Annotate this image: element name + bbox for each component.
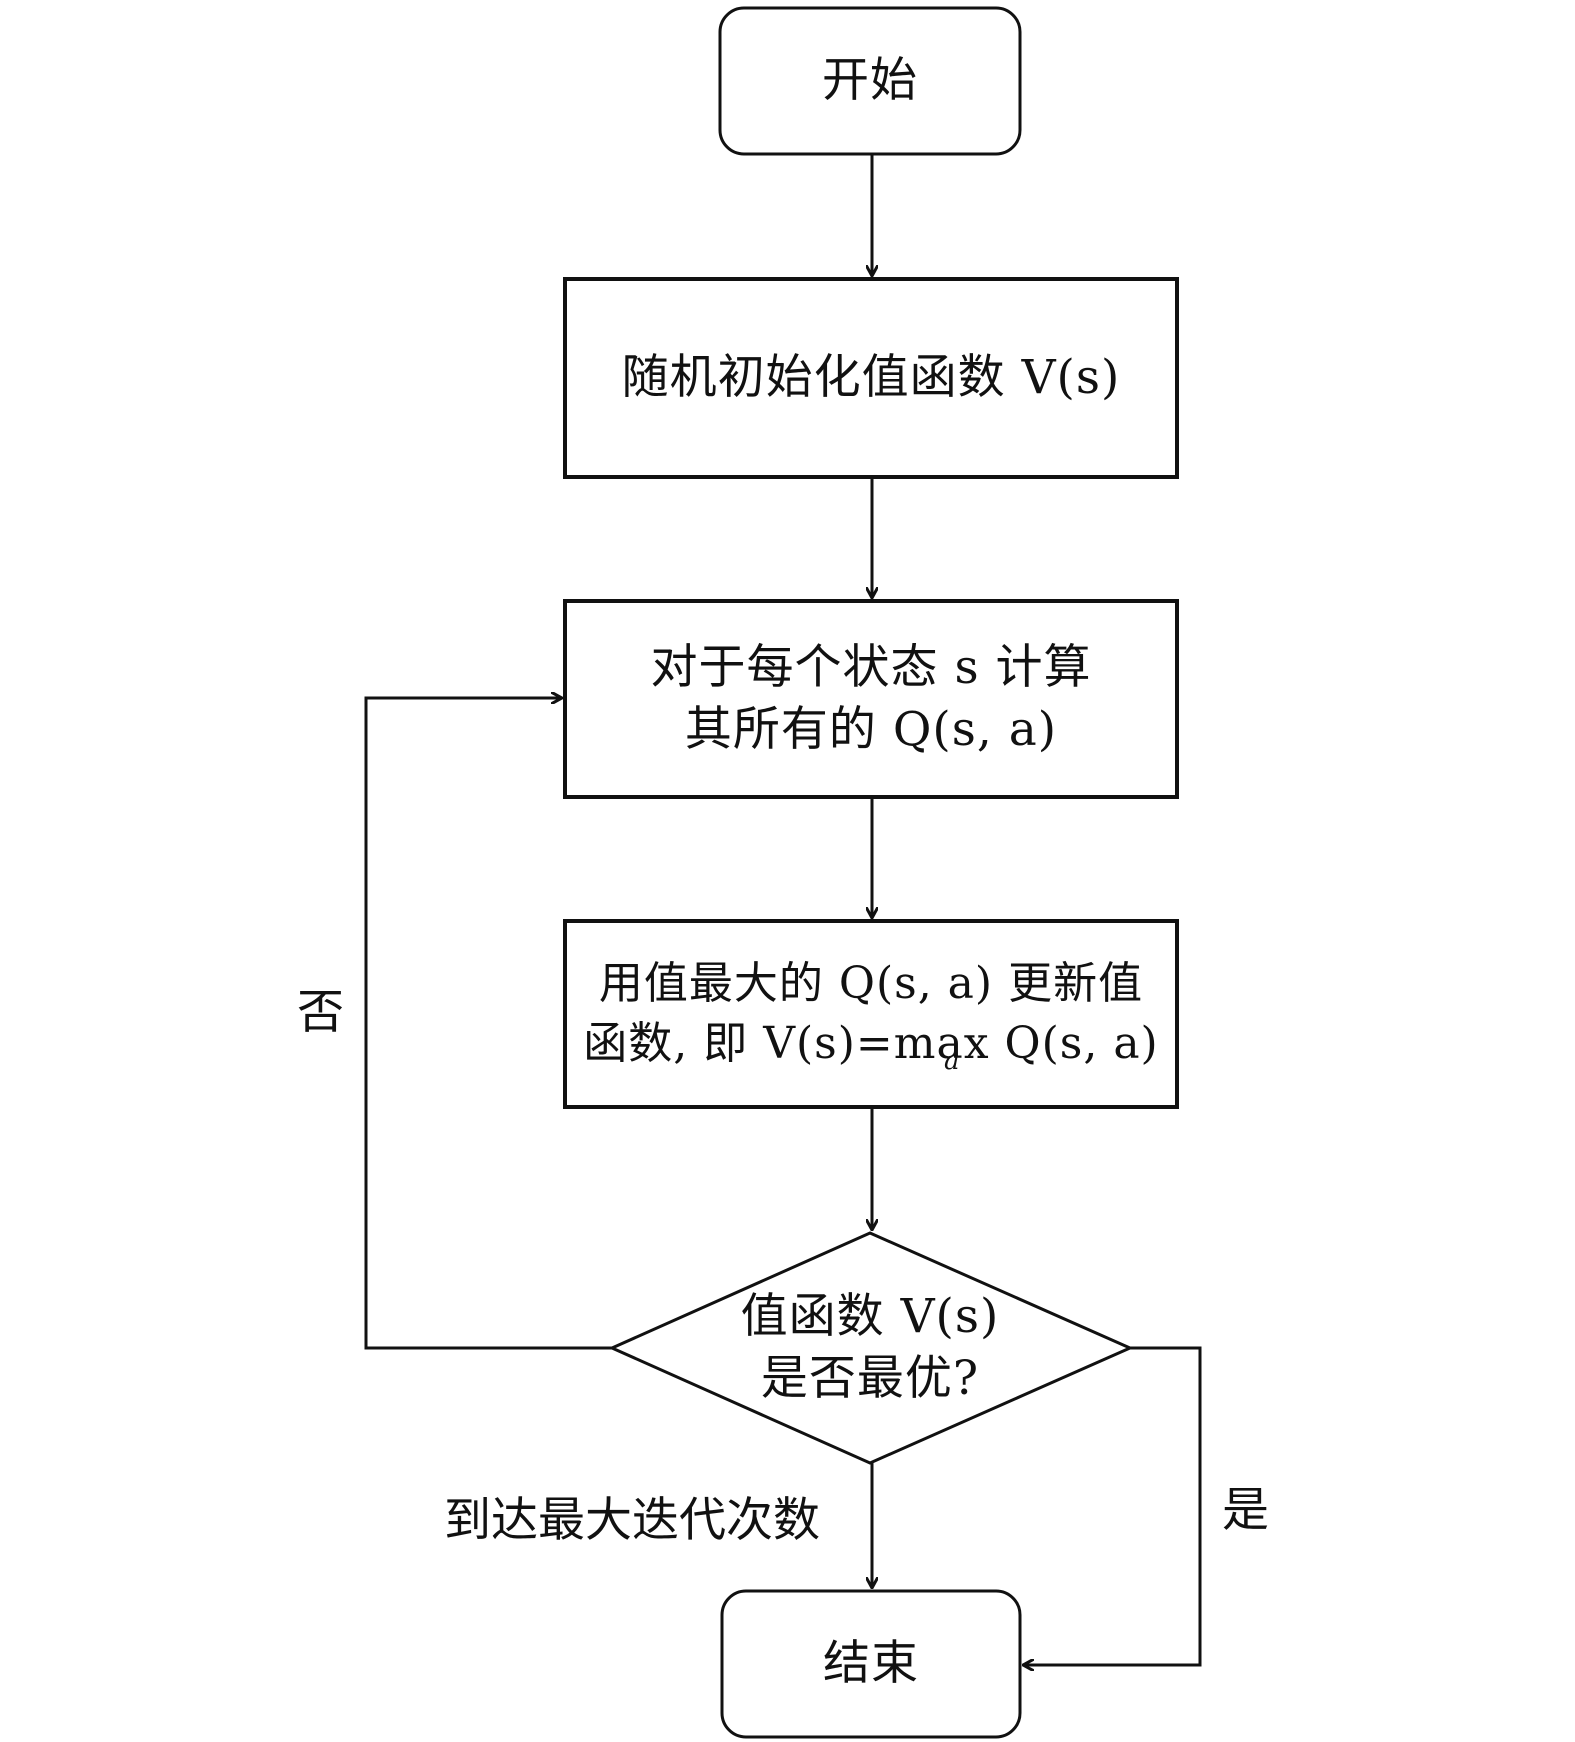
decision-node-label: 值函数 V(s) 是否最优? bbox=[680, 1270, 1060, 1426]
edge-label-yes: 是 bbox=[1222, 1483, 1269, 1538]
start-node-shape bbox=[718, 6, 1022, 156]
edge-label-no: 否 bbox=[297, 985, 344, 1040]
start-node-label: 开始 bbox=[720, 8, 1020, 154]
update-v-node-label: 用值最大的 Q(s, a) 更新值 函数, 即 V(s)=max Q(s, a) bbox=[565, 921, 1177, 1107]
compute-q-line-1: 对于每个状态 s 计算 bbox=[650, 640, 1092, 695]
compute-q-line-2: 其所有的 Q(s, a) bbox=[684, 702, 1058, 757]
init-node-label: 随机初始化值函数 V(s) bbox=[565, 279, 1177, 477]
init-node-text: 随机初始化值函数 V(s) bbox=[621, 350, 1121, 405]
decision-line-2: 是否最优? bbox=[760, 1351, 980, 1406]
start-node-text: 开始 bbox=[822, 53, 918, 108]
update-v-max-subscript: a bbox=[944, 1046, 960, 1076]
update-v-line-1: 用值最大的 Q(s, a) 更新值 bbox=[598, 958, 1144, 1009]
decision-node-shape bbox=[608, 1231, 1134, 1465]
decision-line-1: 值函数 V(s) bbox=[740, 1289, 1000, 1344]
end-node-text: 结束 bbox=[823, 1636, 919, 1691]
update-v-line-2: 函数, 即 V(s)=max Q(s, a) bbox=[583, 1018, 1159, 1069]
compute-q-node-label: 对于每个状态 s 计算 其所有的 Q(s, a) bbox=[565, 601, 1177, 797]
end-node-label: 结束 bbox=[722, 1591, 1020, 1737]
arrow-no-loop-back bbox=[364, 698, 612, 1350]
arrow-yes-to-end bbox=[1023, 1346, 1202, 1665]
end-node-shape bbox=[720, 1589, 1022, 1739]
edge-label-max-iterations: 到达最大迭代次数 bbox=[444, 1493, 820, 1548]
